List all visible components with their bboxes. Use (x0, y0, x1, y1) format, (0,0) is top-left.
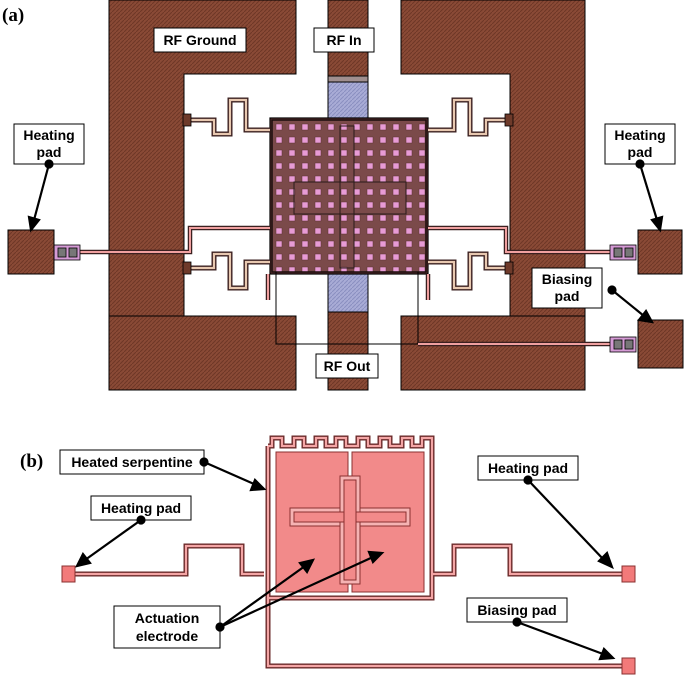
panel-a-label: (a) (2, 5, 24, 26)
label-biasing-pad-a: Biasing pad (531, 267, 603, 309)
heating-pad-right-b (621, 565, 636, 583)
switch-membrane (269, 117, 429, 275)
actuation-electrode (275, 451, 425, 593)
heating-pad-left-b (61, 565, 76, 583)
heating-pad-right-a (637, 229, 683, 275)
svg-text:RF Ground: RF Ground (163, 32, 236, 48)
rf-ground-plane (108, 0, 586, 391)
svg-text:Biasing: Biasing (542, 271, 593, 287)
svg-text:Heating pad: Heating pad (488, 460, 568, 476)
label-heating-pad-right-a: Heating pad (604, 123, 676, 165)
label-actuation-electrode: Actuation electrode (113, 605, 221, 649)
svg-text:Heating pad: Heating pad (101, 500, 181, 516)
svg-text:Actuation: Actuation (135, 610, 200, 626)
heating-pad-left-a (7, 229, 55, 275)
svg-text:Heating: Heating (614, 127, 665, 143)
arrows-b (74, 457, 616, 661)
svg-text:RF In: RF In (327, 32, 362, 48)
label-rf-ground: RF Ground (153, 27, 247, 53)
svg-text:Heating: Heating (23, 127, 74, 143)
svg-text:pad: pad (628, 144, 653, 160)
biasing-pad-b (621, 657, 636, 675)
svg-text:pad: pad (37, 144, 62, 160)
svg-text:pad: pad (555, 288, 580, 304)
pads-a (7, 229, 684, 369)
svg-text:Biasing pad: Biasing pad (477, 602, 556, 618)
svg-text:electrode: electrode (136, 628, 198, 644)
label-rf-in: RF In (313, 27, 375, 53)
label-rf-out: RF Out (315, 353, 379, 379)
pad-contacts (53, 244, 637, 353)
arrows-a (27, 159, 664, 324)
pads-b (61, 565, 636, 675)
panel-b-label: (b) (20, 451, 43, 472)
label-heating-pad-left-a: Heating pad (13, 123, 85, 165)
label-heated-serpentine: Heated serpentine (59, 449, 205, 475)
svg-text:RF Out: RF Out (324, 358, 371, 374)
svg-text:Heated serpentine: Heated serpentine (71, 454, 193, 470)
biasing-pad-a (637, 319, 684, 369)
label-biasing-pad-b: Biasing pad (466, 597, 568, 623)
